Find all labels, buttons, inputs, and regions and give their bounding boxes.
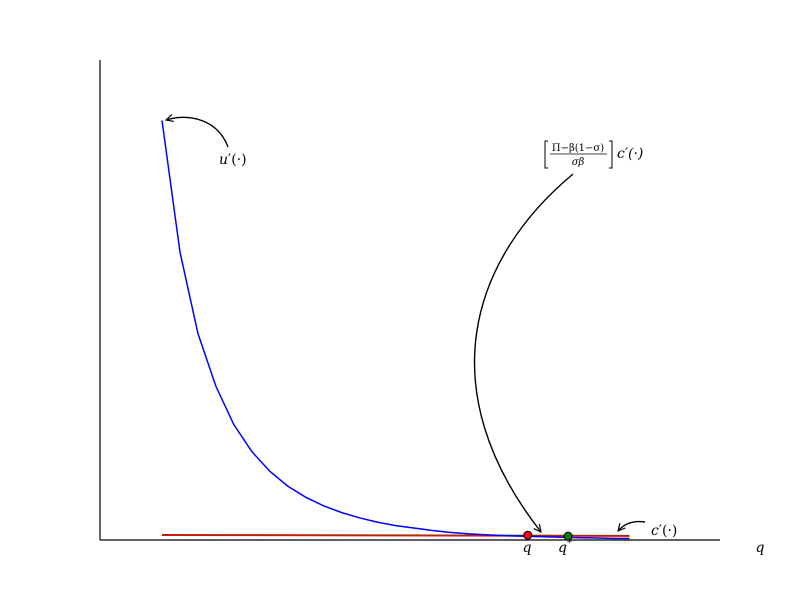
points-layer (523, 530, 573, 541)
u-prime-label: u′(·) (219, 152, 247, 168)
series-layer (161, 120, 630, 540)
left-bracket (544, 140, 548, 169)
fraction-denominator: σβ (572, 157, 585, 168)
tick-label-q: q (523, 540, 532, 556)
scaled-cost-label: Π−β(1−σ) σβ c′(·) (544, 140, 643, 169)
fraction-numerator: Π−β(1−σ) (552, 143, 604, 154)
c-prime-label: c′(·) (651, 523, 677, 539)
x-axis-label: q (756, 540, 765, 556)
series-line-1 (161, 534, 630, 537)
scaled-cost-arrow (473, 173, 574, 532)
point-marker-0 (523, 530, 533, 540)
tick-label-q-star: q* (558, 538, 572, 556)
c-prime-arrow (618, 520, 646, 531)
scaled-cost-tail: c′(·) (617, 146, 643, 162)
point-marker-1 (563, 531, 573, 541)
right-bracket (609, 140, 613, 169)
u-prime-arrow (166, 117, 229, 148)
series-line-0 (161, 120, 630, 540)
